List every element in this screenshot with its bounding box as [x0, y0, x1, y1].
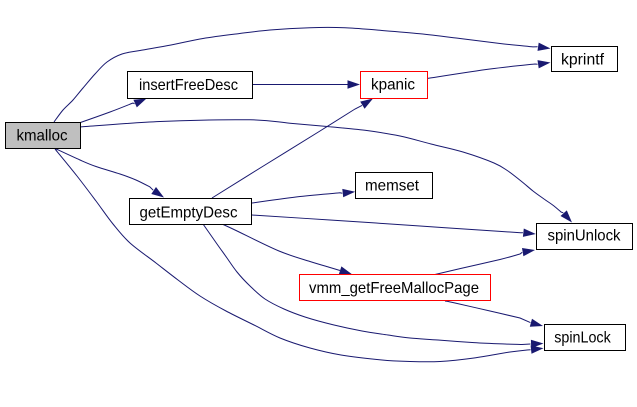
svg-text:getEmptyDesc: getEmptyDesc: [140, 205, 238, 222]
svg-text:vmm_getFreeMallocPage: vmm_getFreeMallocPage: [309, 280, 479, 297]
svg-text:kpanic: kpanic: [371, 77, 415, 94]
svg-text:kprintf: kprintf: [561, 52, 605, 69]
svg-text:insertFreeDesc: insertFreeDesc: [139, 77, 238, 94]
svg-text:spinLock: spinLock: [554, 330, 611, 347]
svg-text:spinUnlock: spinUnlock: [548, 228, 622, 245]
svg-text:kmalloc: kmalloc: [17, 128, 68, 145]
svg-text:memset: memset: [365, 178, 420, 195]
